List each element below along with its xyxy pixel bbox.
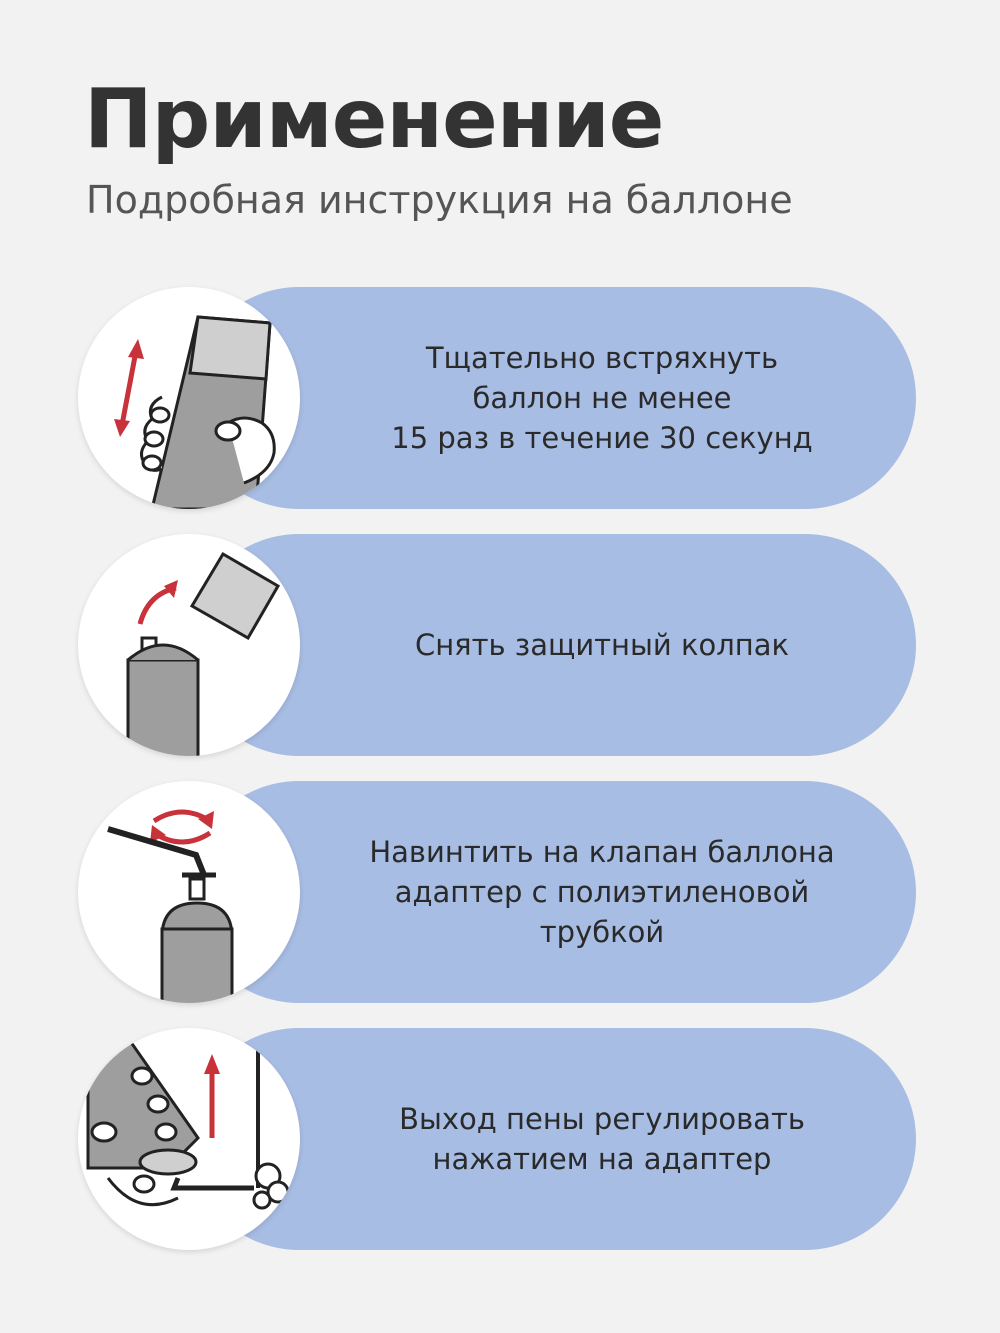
step-pill	[188, 287, 916, 509]
step-text: Тщательно встряхнуть баллон не менее 15 …	[391, 341, 813, 455]
page-title: Применение	[84, 72, 664, 167]
step-screw-adapter: Навинтить на клапан баллона адаптер с по…	[78, 781, 916, 1003]
step-text: Навинтить на клапан баллона адаптер с по…	[369, 835, 835, 949]
step-pill	[188, 781, 916, 1003]
step-text: Снять защитный колпак	[414, 628, 790, 662]
remove-cap-icon	[78, 534, 300, 756]
step-shake: Тщательно встряхнуть баллон не менее 15 …	[78, 287, 916, 509]
press-adapter-icon	[78, 1028, 300, 1250]
step-pill	[188, 1028, 916, 1250]
shake-can-icon	[78, 287, 300, 509]
page-subtitle: Подробная инструкция на баллоне	[86, 178, 793, 222]
step-pill	[188, 534, 916, 756]
screw-adapter-icon	[78, 781, 300, 1003]
step-press-adapter: Выход пены регулировать нажатием на адап…	[78, 1028, 916, 1250]
step-remove-cap: Снять защитный колпак	[78, 534, 916, 756]
step-text: Выход пены регулировать нажатием на адап…	[399, 1102, 805, 1176]
